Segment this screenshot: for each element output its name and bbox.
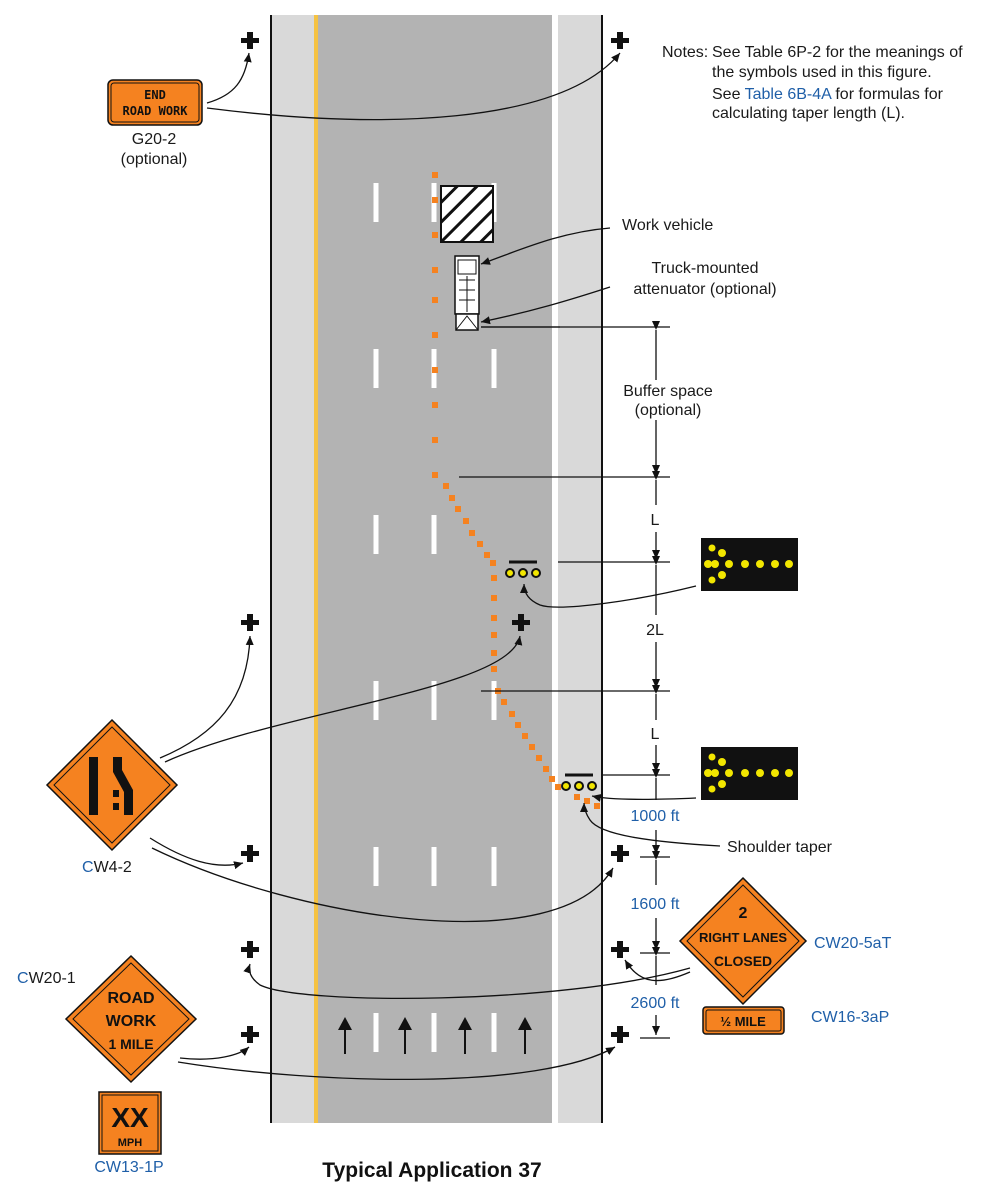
dim-1600ft: 1600 ft bbox=[631, 896, 680, 913]
dim-2600ft: 2600 ft bbox=[631, 995, 680, 1012]
table-6b-4a-link[interactable]: Table 6B-4A bbox=[745, 86, 832, 103]
dim-l-upper: L bbox=[651, 512, 660, 529]
dim-1000ft: 1000 ft bbox=[631, 808, 680, 825]
channelizing-devices bbox=[432, 172, 600, 809]
cw13-1p-code: CW13-1P bbox=[94, 1159, 163, 1176]
g20-2-note: (optional) bbox=[121, 151, 188, 168]
cw20-5at-line2: RIGHT LANES bbox=[699, 930, 787, 945]
notes-line1b: the symbols used in this figure. bbox=[712, 64, 932, 81]
arrow-panel-upper bbox=[505, 560, 541, 578]
sign-post-symbols bbox=[241, 32, 629, 1043]
sign-cw4-2 bbox=[45, 718, 179, 852]
notes-line2b: calculating taper length (L). bbox=[712, 105, 905, 122]
g20-2-code: G20-2 bbox=[132, 131, 177, 148]
work-area bbox=[440, 185, 494, 243]
notes-prefix: Notes: bbox=[662, 44, 708, 61]
shoulder-taper-label: Shoulder taper bbox=[727, 839, 833, 856]
buffer-label-line1: Buffer space bbox=[623, 383, 713, 400]
cw20-5at-line3: CLOSED bbox=[714, 953, 772, 969]
arrow-panel-lower bbox=[561, 773, 597, 791]
notes-line2: See Table 6B-4A for formulas for bbox=[712, 86, 944, 103]
g20-2-line1: END bbox=[144, 88, 166, 102]
cw20-5at-code: CW20-5aT bbox=[814, 935, 892, 952]
cw16-3ap-code: CW16-3aP bbox=[811, 1009, 889, 1026]
notes-block: Notes: See Table 6P-2 for the meanings o… bbox=[662, 44, 963, 122]
cw20-1-line3: 1 MILE bbox=[108, 1036, 153, 1052]
sign-cw20-5at: 2 RIGHT LANES CLOSED bbox=[678, 876, 808, 1006]
buffer-label-line2: (optional) bbox=[635, 402, 702, 419]
figure-title: Typical Application 37 bbox=[322, 1159, 541, 1182]
sign-cw20-1: ROAD WORK 1 MILE bbox=[64, 954, 198, 1084]
sign-cw13-1p: XX MPH bbox=[98, 1091, 162, 1155]
tma-label-line2: attenuator (optional) bbox=[633, 281, 776, 298]
left-shoulder bbox=[271, 15, 317, 1123]
work-vehicle-label: Work vehicle bbox=[622, 217, 713, 234]
cw20-1-code: CW20-1 bbox=[17, 970, 76, 987]
roadway bbox=[270, 15, 603, 1123]
cw4-2-code: CW4-2 bbox=[82, 859, 132, 876]
cw20-1-line1: ROAD bbox=[107, 990, 154, 1007]
cw13-1p-line1: XX bbox=[111, 1102, 149, 1133]
cw13-1p-line2: MPH bbox=[118, 1137, 143, 1149]
dimension-lines bbox=[459, 321, 670, 1039]
cw20-5at-line1: 2 bbox=[739, 905, 748, 922]
lane-direction-arrows bbox=[338, 1017, 532, 1054]
work-vehicle-icon bbox=[454, 255, 480, 331]
g20-2-line2: ROAD WORK bbox=[122, 104, 188, 118]
dim-l-lower: L bbox=[651, 726, 660, 743]
arrow-board-lower bbox=[701, 747, 798, 800]
leader-lines bbox=[149, 52, 721, 1081]
cw20-1-line2: WORK bbox=[106, 1013, 157, 1030]
cw16-3ap-text: ½ MILE bbox=[720, 1014, 766, 1029]
arrow-board-upper bbox=[701, 538, 798, 591]
sign-g20-2: END ROAD WORK bbox=[107, 79, 203, 126]
tma-label-line1: Truck-mounted bbox=[652, 260, 759, 277]
dim-2l: 2L bbox=[646, 622, 664, 639]
right-shoulder bbox=[554, 15, 602, 1123]
notes-line1a: See Table 6P-2 for the meanings of bbox=[712, 44, 963, 61]
sign-cw16-3ap: ½ MILE bbox=[702, 1006, 785, 1035]
travel-lanes bbox=[317, 15, 554, 1123]
